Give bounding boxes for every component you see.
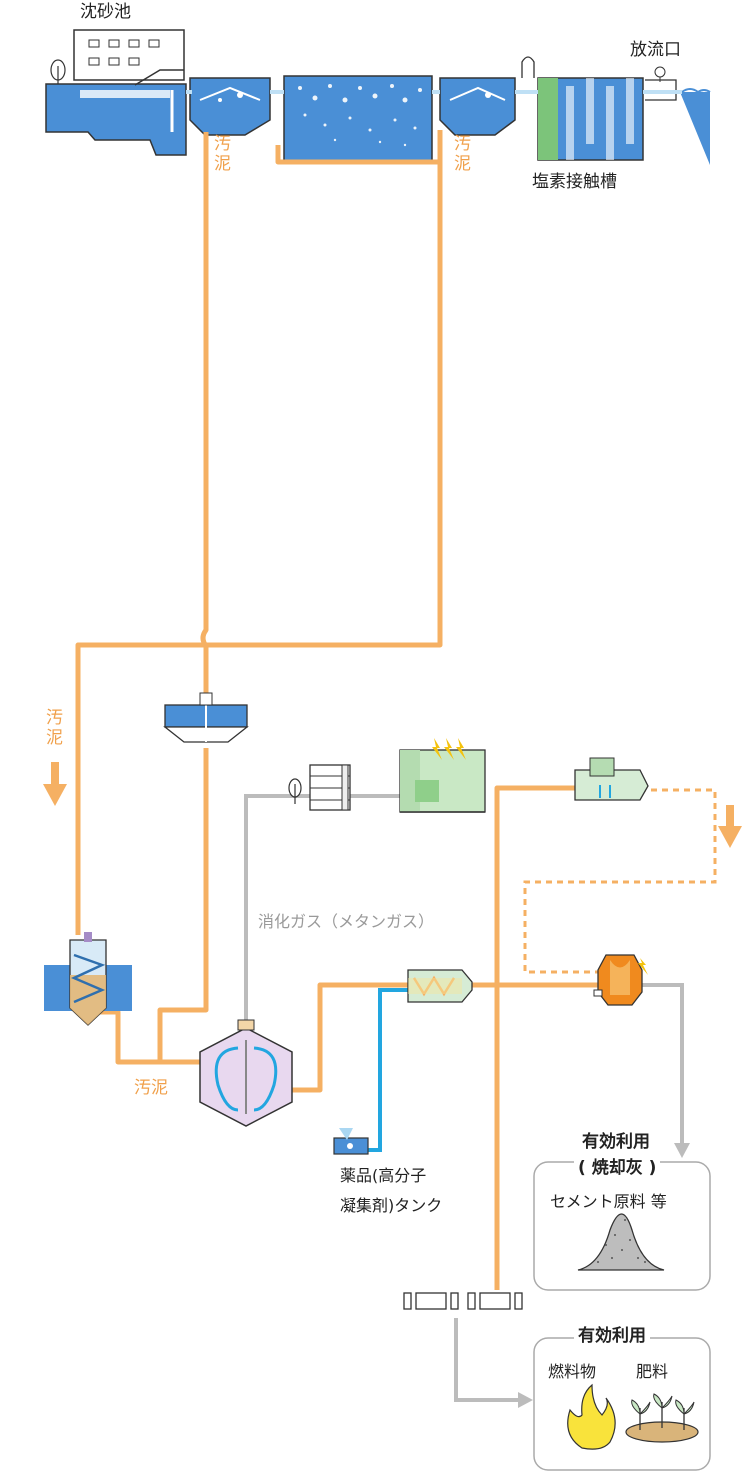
- sludge-pipes: [75, 130, 600, 1290]
- ash-use-subtitle: ( 焼却灰 ): [574, 1158, 661, 1180]
- sludge-label-vertical: 汚泥: [46, 708, 63, 749]
- lightning-icon: [432, 738, 466, 760]
- digester-icon: [199, 1019, 293, 1127]
- sludge-arrow-icon: [43, 762, 67, 806]
- sludge-label-bottom: 汚泥: [134, 1078, 168, 1098]
- optional-sludge-route: [523, 788, 717, 974]
- sludge-label-left: 汚泥: [214, 134, 231, 175]
- product-lines: [454, 983, 684, 1402]
- other-use-box: [533, 1337, 711, 1471]
- chemical-tank-label-line1: 薬品(高分子: [340, 1166, 427, 1185]
- chemical-tank-label-line2: 凝集剤)タンク: [340, 1196, 443, 1215]
- incinerator-icon: [593, 954, 648, 1006]
- pipe-fitting-icon: [403, 1292, 523, 1310]
- sprout-icon: [625, 1393, 699, 1443]
- chemical-line: [368, 988, 412, 1152]
- outfall-label: 放流口: [630, 40, 681, 60]
- primary-sedimentation-tank-icon: [189, 77, 271, 136]
- river-outfall-icon: [680, 88, 711, 165]
- arrowhead-icon: [518, 1392, 533, 1408]
- ash-use-items: セメント原料 等: [550, 1192, 667, 1211]
- chemical-tank-icon: [333, 1128, 369, 1155]
- aeration-tank-icon: [283, 75, 433, 163]
- gravity-thickener-icon: [163, 692, 249, 743]
- screw-thickener-icon: [44, 932, 132, 1026]
- grit-chamber-label: 沈砂池: [80, 2, 131, 22]
- sludge-arrow-icon: [718, 805, 742, 848]
- other-use-title: 有効利用: [574, 1326, 650, 1348]
- fertilizer-label: 肥料: [636, 1362, 669, 1381]
- tree-icon: [288, 778, 302, 804]
- gas-line: [244, 794, 400, 1025]
- generator-icon: [399, 749, 486, 813]
- arrowhead-icon: [674, 1143, 690, 1158]
- chlorine-contact-tank-icon: [521, 56, 677, 161]
- gas-holder-icon: [309, 764, 351, 811]
- final-sedimentation-tank-icon: [439, 77, 516, 136]
- dryer-icon: [574, 757, 649, 801]
- chlorine-tank-label: 塩素接触槽: [532, 172, 617, 192]
- fuel-label: 燃料物: [548, 1362, 597, 1381]
- tree-icon: [50, 59, 66, 84]
- sludge-label-right: 汚泥: [454, 134, 471, 175]
- flame-icon: [567, 1383, 616, 1450]
- ash-use-title: 有効利用: [578, 1132, 654, 1154]
- dewatering-machine-icon: [407, 969, 473, 1003]
- grit-chamber: [45, 29, 187, 156]
- building-icon: [73, 29, 185, 81]
- digestion-gas-label: 消化ガス（メタンガス）: [258, 912, 435, 931]
- ash-pile-icon: [577, 1213, 665, 1271]
